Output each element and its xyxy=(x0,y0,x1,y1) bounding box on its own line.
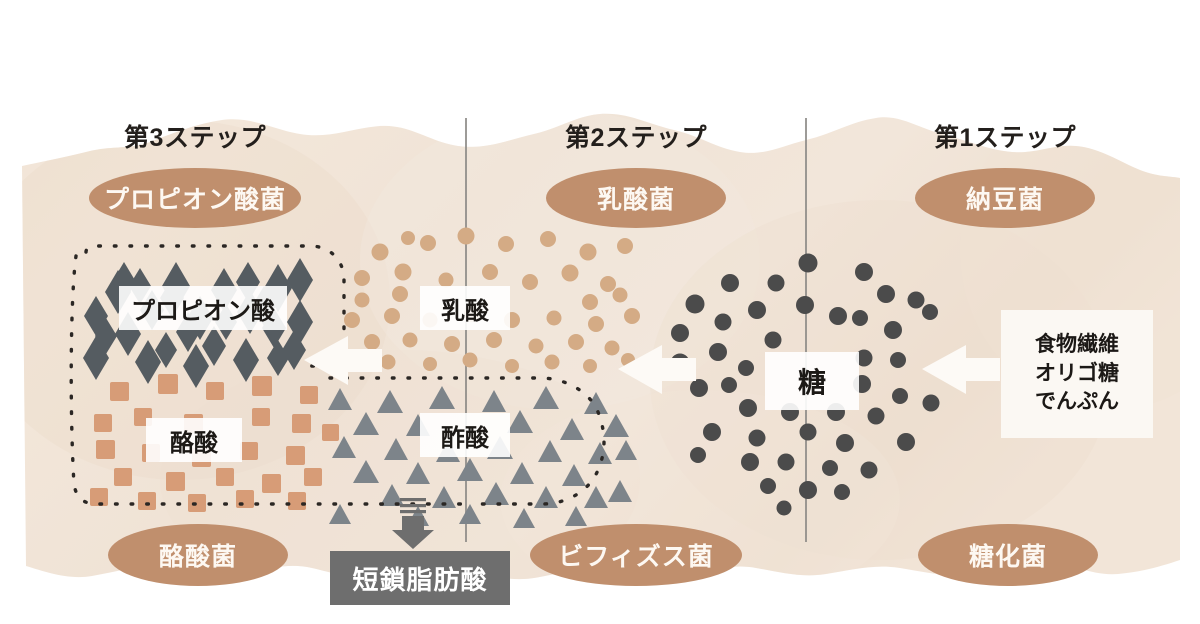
acetic-acid-field xyxy=(328,386,637,528)
left-arrow-icon-3 xyxy=(304,336,382,385)
label-acetic-acid: 酢酸 xyxy=(420,413,510,457)
bacteria-saccharifying[interactable]: 糖化菌 xyxy=(918,524,1098,586)
substrate-line-2: オリゴ糖 xyxy=(1035,361,1119,385)
substrate-card: 食物繊維 オリゴ糖 でんぷん xyxy=(1001,310,1153,438)
step-title-2: 第2ステップ xyxy=(565,124,707,152)
label-propionic-acid: プロピオン酸 xyxy=(119,286,287,330)
down-arrow-icon xyxy=(392,498,434,549)
step-divider-2 xyxy=(805,118,807,542)
label-lactic-acid: 乳酸 xyxy=(420,286,510,330)
bacteria-propionic[interactable]: プロピオン酸菌 xyxy=(89,168,301,228)
step-title-1: 第1ステップ xyxy=(934,124,1076,152)
label-sugar: 糖 xyxy=(765,352,859,410)
left-arrow-icon-1 xyxy=(922,345,1000,394)
step-title-3: 第3ステップ xyxy=(124,124,266,152)
label-butyric-acid: 酪酸 xyxy=(146,418,242,462)
bacteria-butyric[interactable]: 酪酸菌 xyxy=(108,524,288,586)
bacteria-bifidus[interactable]: ビフィズス菌 xyxy=(530,524,742,586)
bacteria-lactic[interactable]: 乳酸菌 xyxy=(546,168,726,228)
left-arrow-icon-2 xyxy=(618,345,696,394)
substrate-line-1: 食物繊維 xyxy=(1035,332,1119,356)
step-divider-1 xyxy=(465,118,467,542)
substrate-line-3: でんぷん xyxy=(1035,390,1119,414)
output-short-chain-fatty-acids[interactable]: 短鎖脂肪酸 xyxy=(330,551,510,605)
bacteria-natto[interactable]: 納豆菌 xyxy=(915,168,1095,228)
